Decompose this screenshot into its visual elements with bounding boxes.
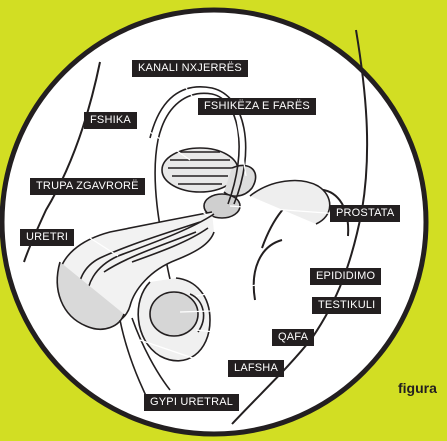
label-fshikeza-e-fares: FSHIKËZA E FARËS: [198, 98, 316, 115]
label-kanali-nxjerres: KANALI NXJERRËS: [132, 60, 248, 77]
label-epididimo: EPIDIDIMO: [310, 268, 381, 285]
label-qafa: QAFA: [272, 329, 314, 346]
label-prostata: PROSTATA: [330, 205, 400, 222]
figure-caption: figura: [398, 380, 437, 396]
testis-shape: [150, 292, 198, 336]
label-uretri: URETRI: [20, 229, 74, 246]
label-fshika: FSHIKA: [84, 112, 137, 129]
label-trupa-zgavrore: TRUPA ZGAVRORË: [30, 178, 145, 195]
label-gypi-uretral: GYPI URETRAL: [144, 394, 239, 411]
label-testikuli: TESTIKULI: [312, 297, 381, 314]
label-lafsha: LAFSHA: [228, 360, 284, 377]
